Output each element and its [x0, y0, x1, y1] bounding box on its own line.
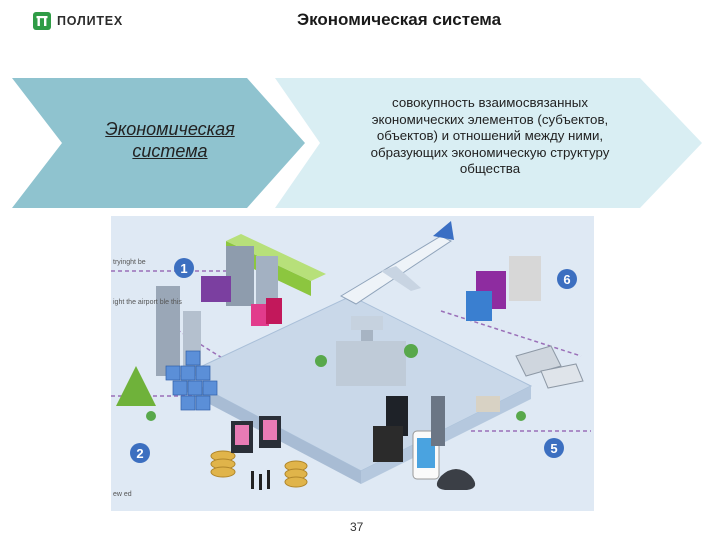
slide-title: Экономическая система — [297, 10, 502, 29]
term-chevron — [12, 78, 307, 208]
svg-text:1: 1 — [180, 261, 187, 276]
game-controller-icon — [436, 469, 476, 490]
side-note-3: ew ed — [113, 491, 132, 498]
control-tower-icon — [336, 316, 406, 386]
coins-icon — [210, 450, 308, 488]
airplane-icon — [339, 221, 454, 305]
definition-chevron — [275, 78, 705, 208]
step-badge-2: 2 — [130, 443, 150, 463]
politech-logo: ПОЛИТЕХ — [33, 12, 123, 30]
mobile-devices-icon — [373, 396, 445, 480]
logo-text: ПОЛИТЕХ — [57, 14, 124, 28]
display-screens-icon — [231, 416, 281, 453]
svg-text:6: 6 — [563, 272, 570, 287]
step-badge-5: 5 — [544, 438, 564, 458]
svg-text:5: 5 — [550, 441, 557, 456]
definition-text: совокупность взаимосвязанных экономическ… — [370, 95, 610, 177]
page-number: 37 — [350, 520, 364, 534]
side-note-2: ight the airport ble this — [113, 299, 182, 306]
trees-icon — [146, 344, 526, 421]
side-note-1: tryinght be — [113, 259, 146, 266]
economy-illustration: 1 2 5 6 tryinght be ight the airport ble… — [111, 216, 594, 511]
shopping-bags-icon — [201, 276, 282, 326]
politech-logo-icon — [33, 12, 51, 30]
step-badge-1: 1 — [174, 258, 194, 278]
people-icon — [251, 470, 270, 490]
data-cubes-icon — [165, 350, 218, 411]
slide-header: ПОЛИТЕХ Экономическая система — [0, 0, 720, 44]
svg-text:2: 2 — [136, 446, 143, 461]
laptops-icon — [476, 345, 584, 412]
airport-signs-icon — [466, 256, 541, 321]
term-label: Экономическая система — [105, 119, 235, 161]
tent-icon — [116, 366, 156, 406]
step-badge-6: 6 — [557, 269, 577, 289]
